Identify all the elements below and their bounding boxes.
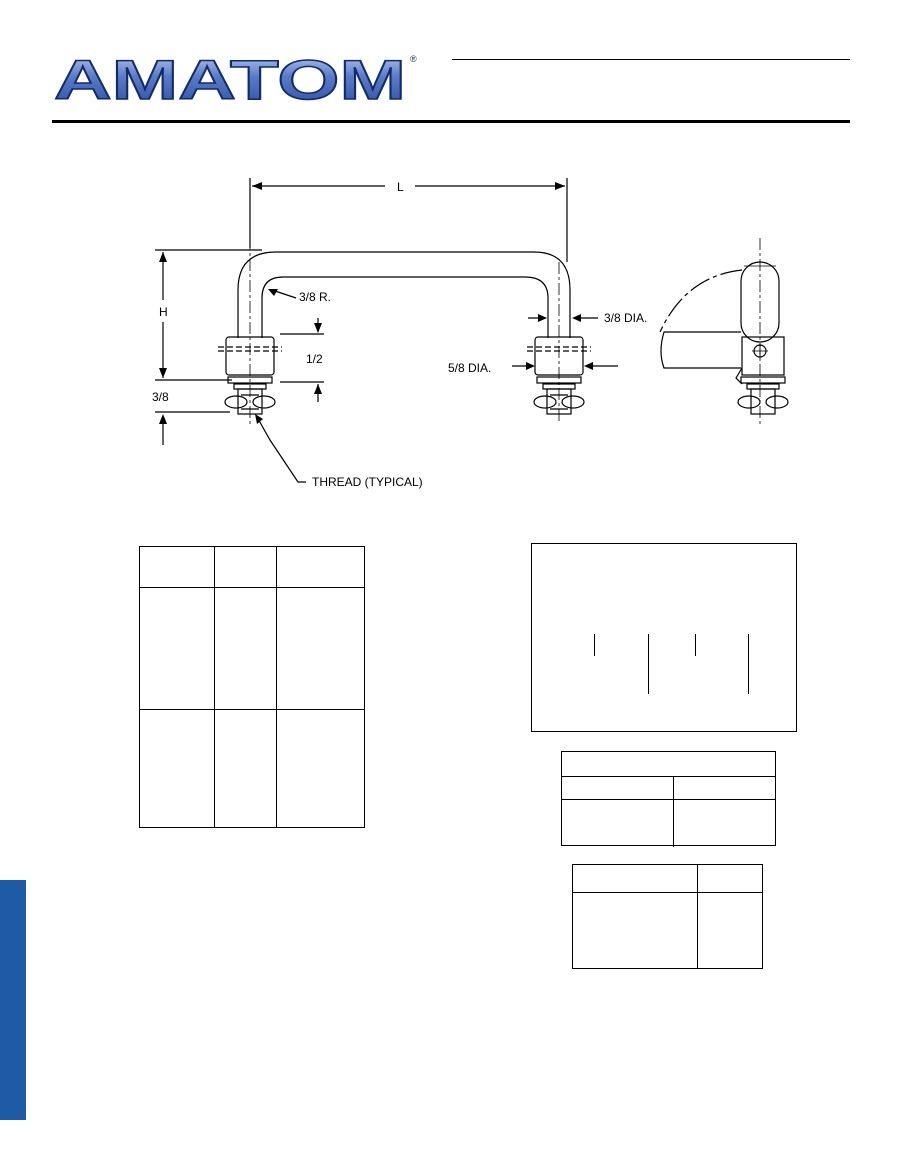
length-label: L (397, 180, 404, 194)
header-thin-rule (452, 59, 850, 60)
header-thick-rule (52, 120, 850, 123)
bend-radius-label: 3/8 R. (299, 290, 331, 304)
registered-mark: ® (410, 54, 417, 64)
logo-wordmark: AMATOM (54, 52, 406, 106)
thread-note-label: THREAD (TYPICAL) (312, 475, 423, 489)
material-table (572, 864, 763, 969)
thread-length-label: 3/8 (152, 390, 169, 404)
base-diameter-label: 5/8 DIA. (448, 361, 491, 375)
dimensions-table (139, 546, 365, 828)
side-tab (0, 880, 26, 1120)
rod-diameter-label: 3/8 DIA. (604, 311, 647, 325)
height-label: H (159, 305, 168, 319)
thread-table (531, 543, 797, 732)
finish-table (561, 751, 776, 847)
amatom-logo: AMATOM ® (53, 52, 417, 106)
handle-drawing: L H 3/8 3/8 R. 1/2 3 (152, 178, 789, 489)
half-inch-label: 1/2 (306, 352, 323, 366)
